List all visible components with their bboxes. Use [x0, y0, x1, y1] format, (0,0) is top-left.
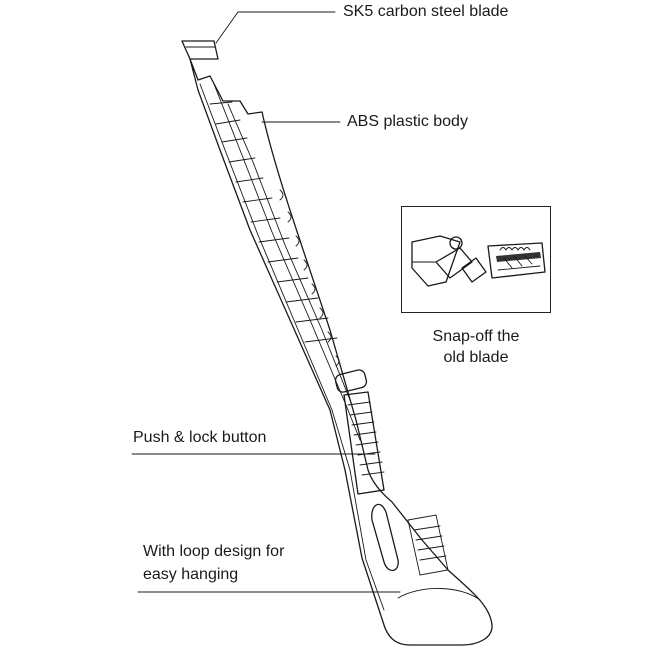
snap-off-illustration: [411, 235, 546, 287]
body-label: ABS plastic body: [347, 113, 468, 130]
button-label: Push & lock button: [133, 429, 267, 446]
knife-body: [189, 58, 493, 646]
blade-tip: [181, 40, 219, 60]
blade-leader-line: [215, 11, 336, 44]
inset-caption-line1: Snap-off the: [432, 328, 520, 345]
loop-label-line1: With loop design for: [143, 543, 285, 560]
inset-caption-line2: old blade: [443, 349, 509, 366]
inset-frame: [401, 206, 551, 313]
loop-label-line2: easy hanging: [143, 566, 239, 583]
blade-label: SK5 carbon steel blade: [343, 3, 509, 20]
leader-lines: [131, 11, 401, 593]
